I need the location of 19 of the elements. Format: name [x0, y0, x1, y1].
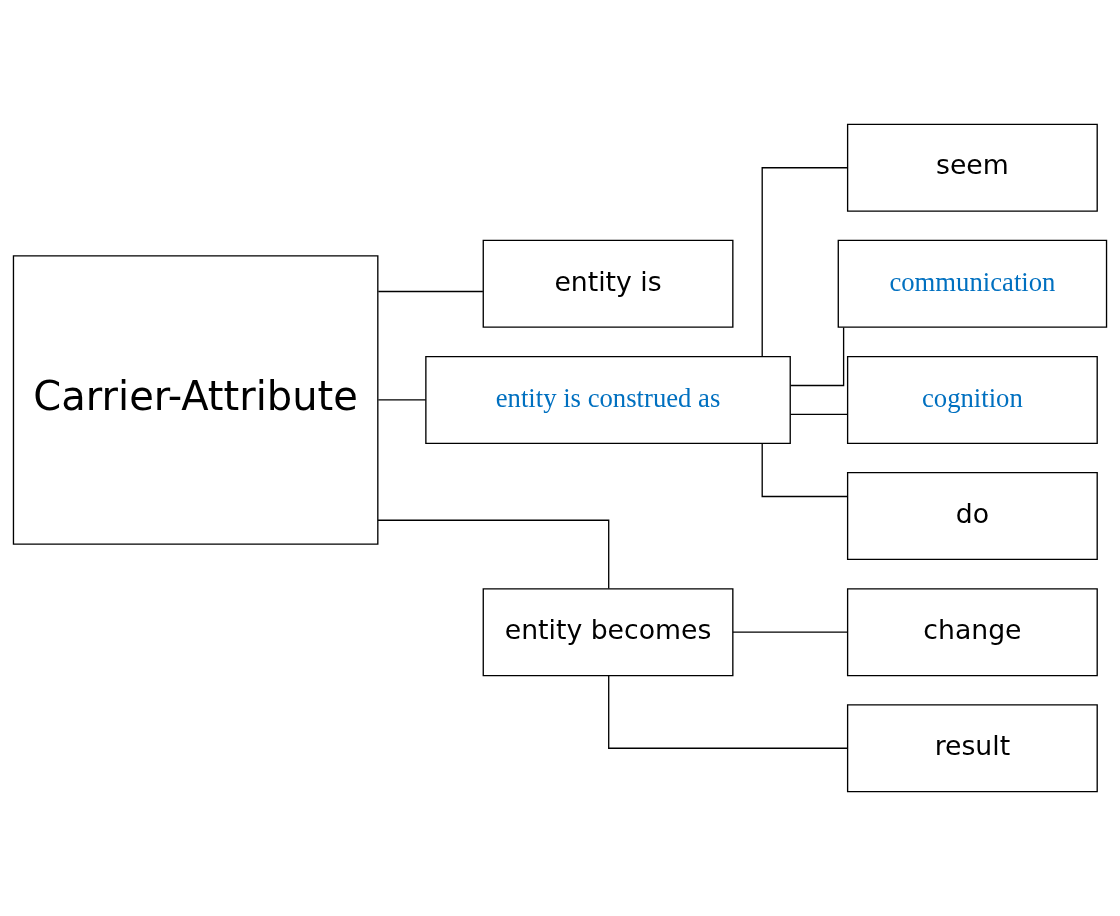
connector — [790, 326, 845, 387]
node-box: Carrier-Attribute — [12, 255, 379, 545]
connector — [732, 631, 848, 633]
node-box: entity is construed as — [425, 355, 791, 444]
node-box: change — [846, 588, 1098, 677]
node-box: entity is — [482, 239, 734, 328]
connector — [761, 167, 848, 357]
connector — [790, 413, 849, 416]
node-box: do — [846, 472, 1098, 561]
node-box: communication — [837, 239, 1108, 328]
node-box: result — [846, 704, 1098, 793]
connector — [377, 519, 610, 590]
connector — [377, 399, 427, 401]
connector — [608, 675, 848, 749]
node-box: seem — [846, 123, 1098, 212]
node-box: entity becomes — [482, 588, 734, 677]
node-box: cognition — [846, 355, 1098, 444]
connector — [761, 443, 848, 498]
connector — [377, 290, 484, 293]
